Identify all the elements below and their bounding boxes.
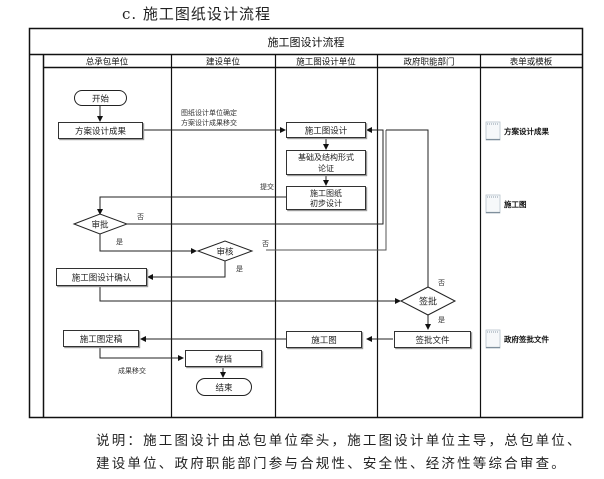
- node-archive-label: 存档: [215, 354, 232, 365]
- node-archive[interactable]: 存档: [185, 350, 262, 367]
- edge-label-result-transfer: 成果移交: [118, 366, 146, 375]
- section-heading: c. 施工图纸设计流程: [122, 5, 271, 23]
- node-cd-drawing[interactable]: 施工图: [286, 331, 362, 348]
- node-review-label: 审核: [216, 247, 234, 258]
- note-line-1: 说明：施工图设计由总包单位牵头，施工图设计单位主导，总包单位、: [96, 433, 583, 449]
- form-label-gov-approval: 政府签批文件: [504, 334, 549, 344]
- node-prelim-design[interactable]: 施工图纸 初步设计: [286, 186, 366, 210]
- node-sign-document[interactable]: 签批文件: [394, 331, 471, 348]
- node-cd-drawing-label: 施工图: [311, 335, 337, 346]
- note-line-2: 建设单位、政府职能部门参与合规性、安全性、经济性等综合审查。: [96, 456, 567, 472]
- node-scheme-result[interactable]: 方案设计成果: [58, 122, 143, 139]
- lane-header-contractor: 总承包单位: [86, 57, 129, 68]
- node-scheme-result-label: 方案设计成果: [75, 126, 127, 137]
- node-prelim-label-1: 施工图纸: [310, 188, 342, 198]
- edge-label-review-no: 否: [262, 240, 269, 248]
- notepad-icon: [485, 121, 501, 141]
- notepad-icon: [485, 194, 501, 214]
- connectors: [97, 106, 431, 378]
- edge-label-handover-1: 图纸设计单位确定: [181, 108, 237, 117]
- edge-label-handover-2: 方案设计成果移交: [181, 118, 237, 127]
- edge-label-sign-yes: 是: [438, 316, 445, 324]
- node-sign-document-label: 签批文件: [415, 335, 450, 346]
- edge-label-approve-yes: 是: [116, 238, 123, 246]
- form-item-cd-drawing[interactable]: 施工图: [485, 194, 527, 214]
- node-end-label: 结束: [215, 383, 233, 394]
- node-sign-approve-decision[interactable]: 签批: [399, 286, 457, 316]
- edge-label-sign-no: 否: [438, 279, 445, 287]
- node-cd-final-label: 施工图定稿: [80, 334, 123, 345]
- node-cd-design-label: 施工图设计: [305, 126, 348, 137]
- node-cd-design[interactable]: 施工图设计: [286, 122, 366, 138]
- lane-header-government: 政府职能部门: [403, 57, 454, 68]
- form-label-cd-drawing: 施工图: [504, 199, 527, 209]
- form-item-gov-approval[interactable]: 政府签批文件: [485, 329, 549, 349]
- node-cd-confirm-label: 施工图设计确认: [72, 273, 132, 284]
- node-sign-approve-label: 签批: [419, 296, 437, 308]
- notepad-icon: [485, 329, 501, 349]
- swimlane-frame: [28, 27, 584, 419]
- form-item-scheme-result[interactable]: 方案设计成果: [485, 121, 549, 141]
- node-approve-label: 审批: [91, 220, 109, 231]
- node-start-label: 开始: [92, 94, 110, 105]
- node-cd-confirm[interactable]: 施工图设计确认: [56, 268, 147, 286]
- edge-label-submit: 提交: [260, 182, 274, 191]
- lane-header-owner: 建设单位: [206, 57, 241, 68]
- node-foundation-label-1: 基础及结构形式: [298, 152, 354, 162]
- node-foundation-argument[interactable]: 基础及结构形式 论证: [286, 150, 366, 175]
- node-end[interactable]: 结束: [196, 378, 252, 396]
- node-start[interactable]: 开始: [74, 90, 127, 106]
- diagram-title: 施工图设计流程: [268, 35, 345, 49]
- lane-header-forms: 表单或模板: [510, 57, 553, 68]
- node-review-decision[interactable]: 审核: [196, 240, 254, 262]
- node-prelim-label-2: 初步设计: [310, 198, 342, 208]
- edge-label-approve-no: 否: [137, 213, 144, 221]
- form-label-scheme-result: 方案设计成果: [504, 126, 549, 136]
- node-foundation-label-2: 论证: [318, 163, 334, 173]
- edge-label-review-yes: 是: [236, 265, 243, 273]
- lane-header-designer: 施工图设计单位: [296, 57, 356, 68]
- node-approve-decision[interactable]: 审批: [72, 213, 129, 235]
- node-cd-final[interactable]: 施工图定稿: [63, 330, 139, 347]
